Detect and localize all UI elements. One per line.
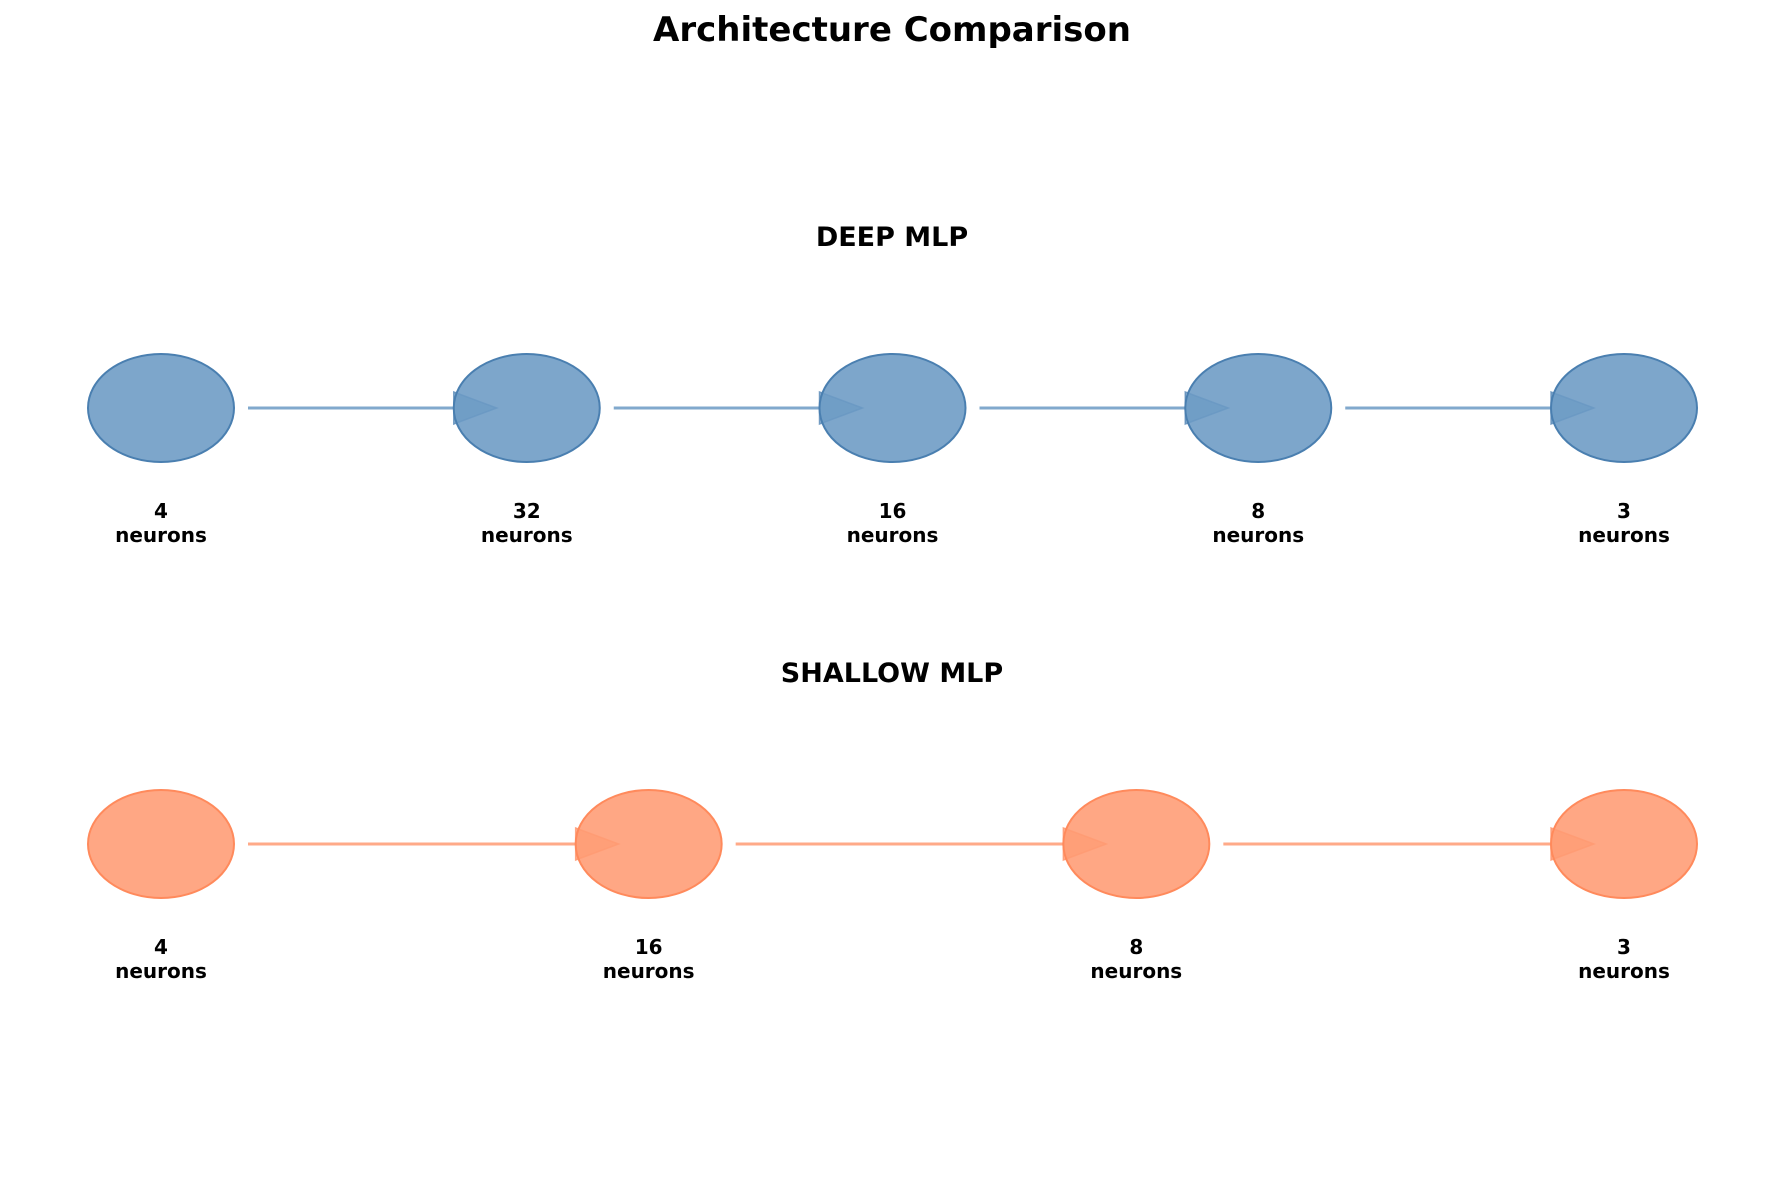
deep-mlp-layer-node: [87, 353, 235, 463]
deep-mlp-layer-node: [818, 353, 967, 463]
deep-mlp-layer-node: [452, 353, 601, 463]
layer-neuron-unit: neurons: [481, 523, 573, 547]
architecture-deep-mlp: DEEP MLP 4neurons32neurons16neurons8neur…: [87, 222, 1698, 547]
layer-neuron-count: 16: [635, 935, 663, 959]
layer-neuron-unit: neurons: [603, 959, 695, 983]
layer-neuron-count: 32: [513, 499, 541, 523]
layer-neuron-count: 3: [1617, 499, 1631, 523]
section-title-deep-mlp: DEEP MLP: [816, 222, 968, 253]
layer-neuron-unit: neurons: [1212, 523, 1304, 547]
layer-neuron-count: 3: [1617, 935, 1631, 959]
layer-neuron-count: 4: [154, 935, 168, 959]
shallow-mlp-layer-node: [1550, 789, 1698, 899]
layer-neuron-unit: neurons: [115, 523, 207, 547]
shallow-mlp-layer-node: [1062, 789, 1211, 899]
diagram-title: Architecture Comparison: [653, 10, 1131, 50]
deep-mlp-layer-node: [1550, 353, 1698, 463]
layer-neuron-unit: neurons: [847, 523, 939, 547]
shallow-mlp-layer-node: [87, 789, 235, 899]
layer-neuron-unit: neurons: [1090, 959, 1182, 983]
layer-neuron-unit: neurons: [115, 959, 207, 983]
shallow-mlp-layer-node: [574, 789, 723, 899]
architecture-shallow-mlp: SHALLOW MLP 4neurons16neurons8neurons3ne…: [87, 658, 1698, 983]
layer-neuron-count: 8: [1129, 935, 1143, 959]
section-title-shallow-mlp: SHALLOW MLP: [781, 658, 1003, 689]
deep-mlp-layer-node: [1184, 353, 1333, 463]
layer-neuron-count: 16: [879, 499, 907, 523]
layer-neuron-unit: neurons: [1578, 959, 1670, 983]
layer-neuron-count: 8: [1251, 499, 1265, 523]
layer-neuron-count: 4: [154, 499, 168, 523]
layer-neuron-unit: neurons: [1578, 523, 1670, 547]
shallow-mlp-connectors: [248, 826, 1597, 862]
deep-mlp-layers: 4neurons32neurons16neurons8neurons3neuro…: [87, 353, 1698, 547]
